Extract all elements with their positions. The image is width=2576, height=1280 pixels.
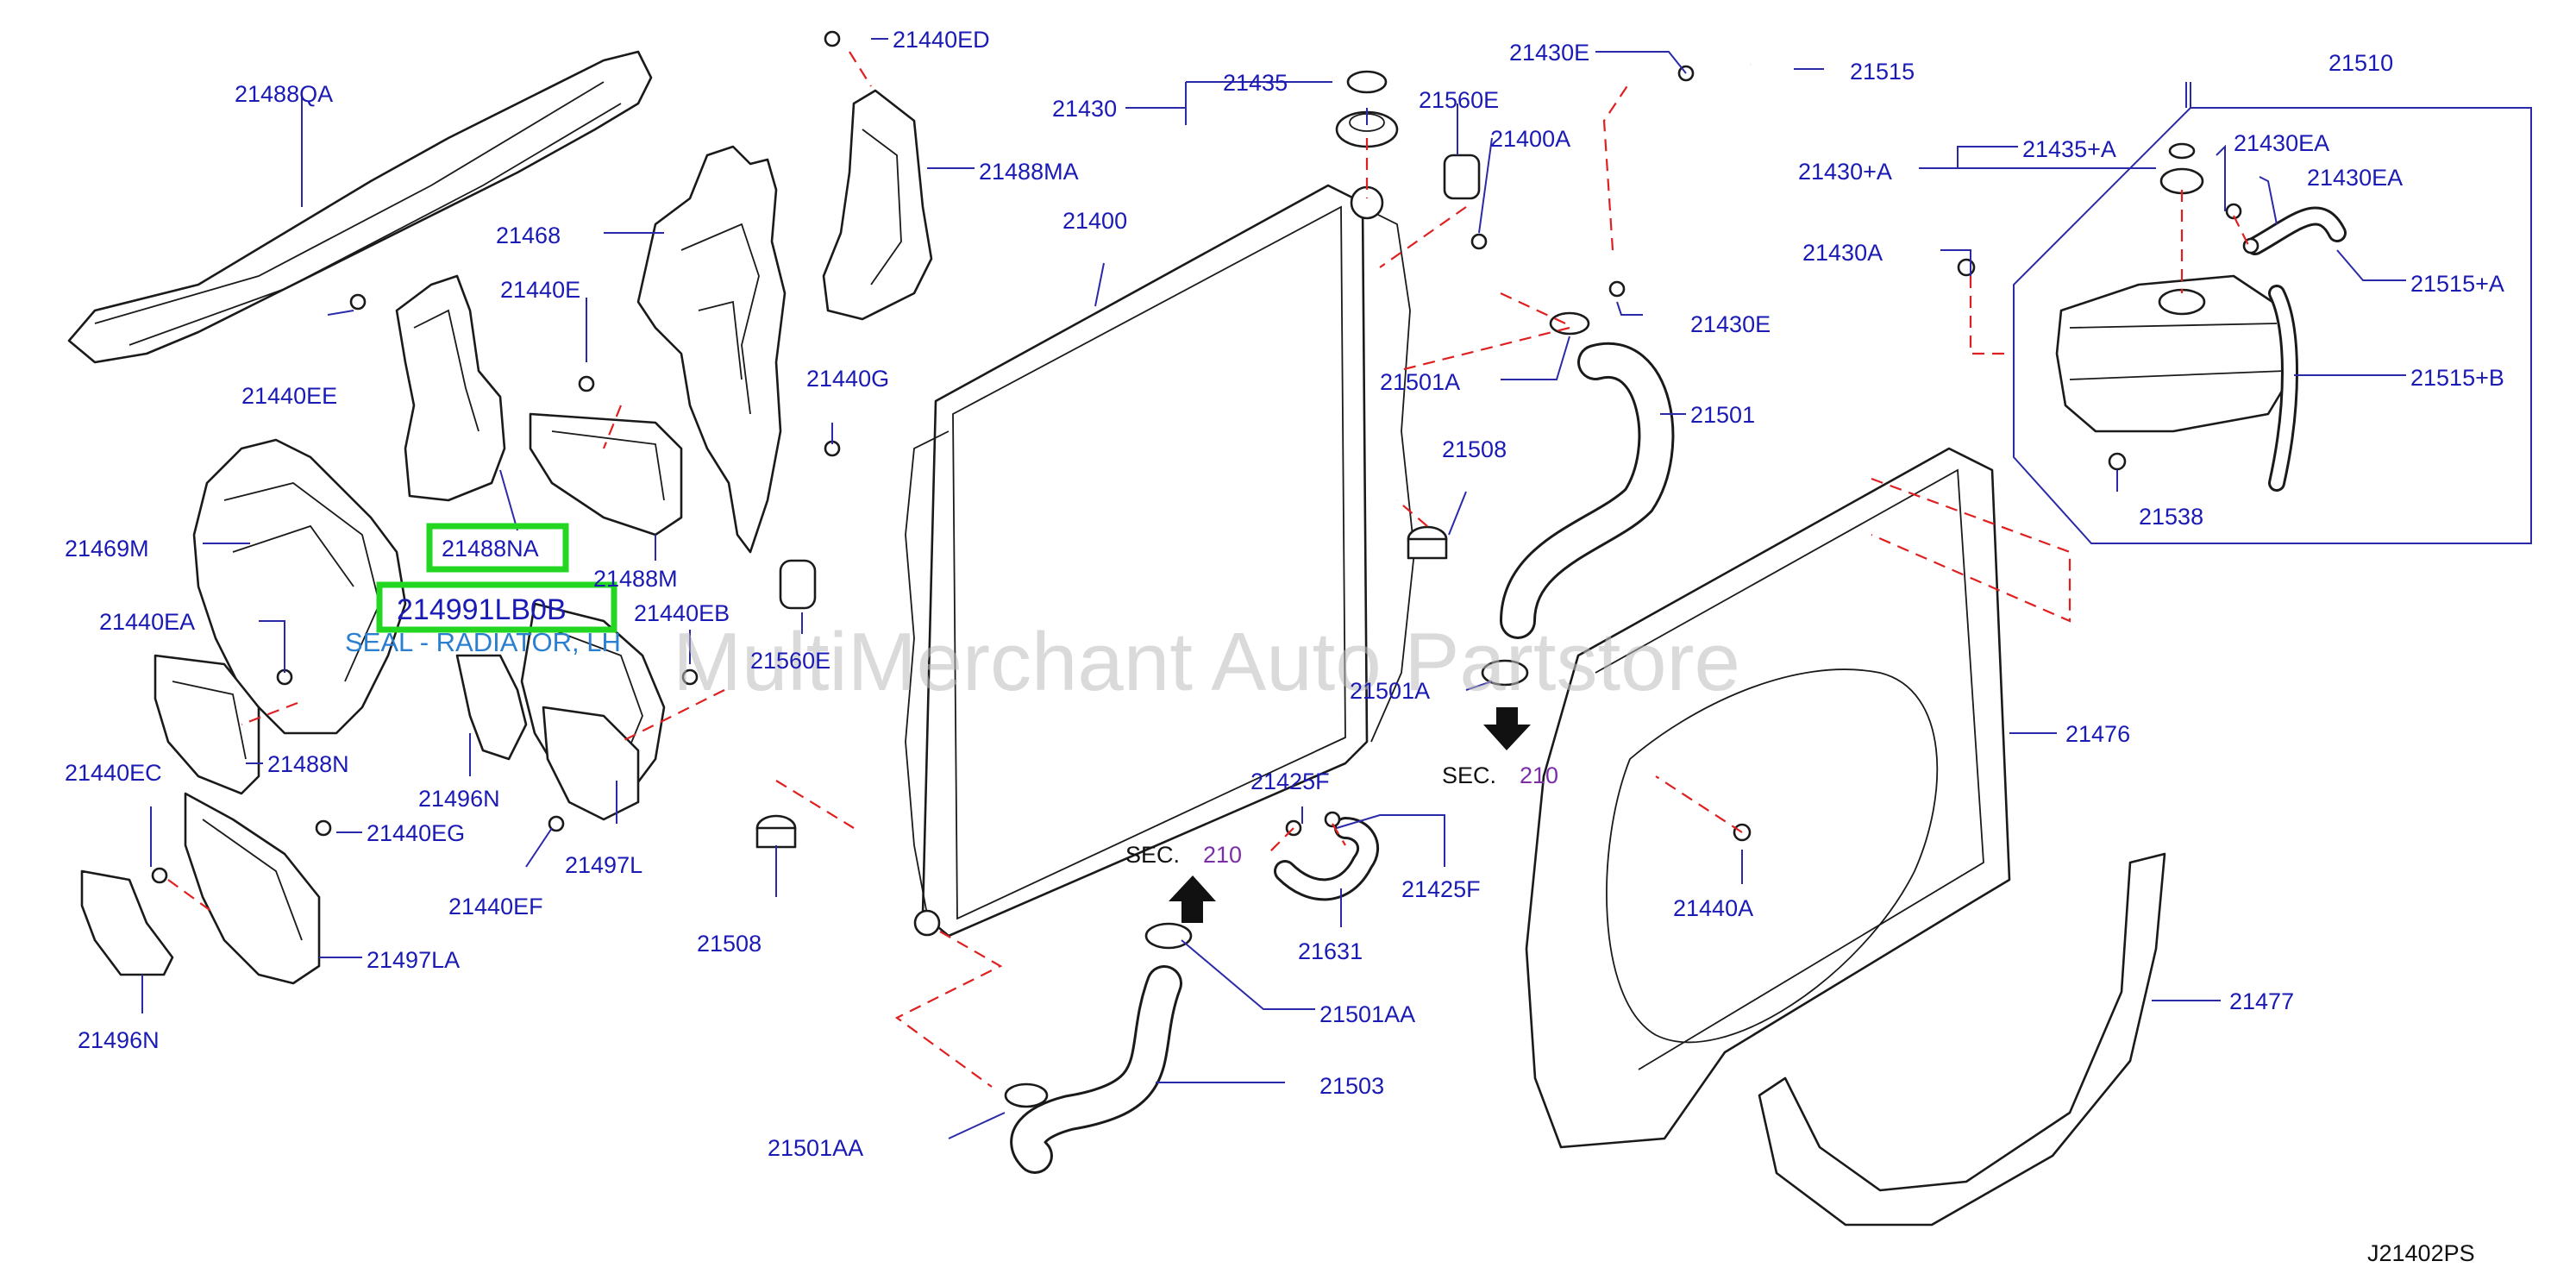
label-21440EF[interactable]: 21440EF — [448, 894, 543, 919]
label-21430EA-upper[interactable]: 21430EA — [2234, 130, 2329, 156]
part-21488QA-panel[interactable] — [67, 50, 653, 364]
label-21430A[interactable]: 21430A — [1802, 240, 1883, 266]
label-21477[interactable]: 21477 — [2229, 988, 2294, 1014]
label-21503[interactable]: 21503 — [1319, 1073, 1384, 1099]
part-21631-hose[interactable] — [1274, 817, 1379, 901]
label-21488NA[interactable]: 21488NA — [442, 536, 539, 562]
label-21488N[interactable]: 21488N — [267, 751, 349, 777]
label-21501A-lower[interactable]: 21501A — [1350, 678, 1430, 704]
label-21497LA[interactable]: 21497LA — [367, 947, 460, 973]
part-21476-fan-shroud[interactable] — [1525, 447, 2011, 1149]
dashed-guides — [167, 51, 2252, 1088]
label-21515A[interactable]: 21515+A — [2410, 271, 2504, 297]
label-21440E[interactable]: 21440E — [500, 277, 580, 303]
part-21560E-mount-lower[interactable] — [779, 559, 817, 610]
part-21400-radiator[interactable] — [905, 184, 1415, 938]
part-21508-bushing-lower[interactable] — [755, 814, 797, 849]
label-21501A-upper[interactable]: 21501A — [1380, 369, 1460, 395]
watermark: MultiMerchant Auto Partstore — [673, 616, 1740, 708]
label-21430[interactable]: 21430 — [1052, 96, 1117, 122]
label-seal-radiator-lh: SEAL - RADIATOR, LH — [345, 627, 621, 657]
part-21496N-pad-lower[interactable] — [80, 869, 174, 976]
label-21440A[interactable]: 21440A — [1673, 895, 1753, 921]
label-21440G[interactable]: 21440G — [806, 366, 889, 392]
part-21515B-hose[interactable] — [2268, 285, 2298, 492]
part-21510-reservoir[interactable] — [2055, 142, 2296, 433]
label-21430A-plus[interactable]: 21430+A — [1798, 159, 1892, 185]
label-21501AA-lower[interactable]: 21501AA — [768, 1135, 863, 1161]
label-21440EE[interactable]: 21440EE — [241, 383, 337, 409]
part-labels: 21488QA 21440ED 21488MA 21468 21440E 214… — [65, 27, 2504, 1266]
label-21440EG[interactable]: 21440EG — [367, 820, 465, 846]
part-21560E-mount-upper[interactable] — [1443, 154, 1481, 200]
label-21400[interactable]: 21400 — [1062, 208, 1127, 234]
label-21538[interactable]: 21538 — [2139, 504, 2203, 530]
label-21430EA-lower[interactable]: 21430EA — [2307, 165, 2403, 191]
leader-lines — [141, 38, 2532, 1139]
part-21508-bushing-upper[interactable] — [1407, 525, 1448, 560]
label-21400A[interactable]: 21400A — [1490, 126, 1570, 152]
part-21488N-bracket[interactable] — [154, 654, 260, 795]
label-21515[interactable]: 21515 — [1850, 59, 1915, 85]
part-21430-cap[interactable] — [1335, 70, 1399, 148]
part-21501AA-clamp-upper[interactable] — [1144, 922, 1193, 950]
label-21488QA[interactable]: 21488QA — [235, 81, 333, 107]
part-21488MA-bracket[interactable] — [822, 89, 933, 321]
label-21430E-upper[interactable]: 21430E — [1509, 40, 1589, 66]
part-21515-hose[interactable] — [1606, 55, 1802, 254]
label-21435A[interactable]: 21435+A — [2022, 136, 2116, 162]
label-21508-upper[interactable]: 21508 — [1442, 436, 1507, 462]
label-21440EA[interactable]: 21440EA — [99, 609, 195, 635]
label-sec-upper-number[interactable]: 210 — [1520, 762, 1558, 788]
label-21440EB[interactable]: 21440EB — [634, 600, 730, 626]
fasteners — [151, 30, 2259, 884]
part-21501A-clamp-lower[interactable] — [1481, 659, 1529, 687]
part-21488NA-duct[interactable] — [395, 274, 506, 502]
label-sec-upper[interactable]: SEC. — [1442, 762, 1496, 788]
highlight-box-21488NA — [426, 523, 569, 573]
label-21508-lower[interactable]: 21508 — [697, 931, 762, 957]
label-21425F-lower[interactable]: 21425F — [1401, 876, 1481, 902]
part-21477-shroud-lower[interactable] — [1758, 852, 2166, 1227]
label-21440ED[interactable]: 21440ED — [893, 27, 990, 53]
label-21435[interactable]: 21435 — [1223, 70, 1288, 96]
label-sec-lower-number[interactable]: 210 — [1203, 842, 1242, 868]
part-21469M-assembly[interactable] — [192, 438, 407, 735]
diagram-id: J21402PS — [2367, 1240, 2475, 1266]
label-21476[interactable]: 21476 — [2065, 721, 2130, 747]
part-21501A-clamp-upper[interactable] — [1549, 311, 1590, 336]
label-21510[interactable]: 21510 — [2328, 50, 2393, 76]
label-21496N-upper[interactable]: 21496N — [418, 786, 500, 812]
label-21501[interactable]: 21501 — [1690, 402, 1755, 428]
part-21497L-shield[interactable] — [542, 706, 640, 821]
label-21631[interactable]: 21631 — [1298, 938, 1363, 964]
label-sec-lower[interactable]: SEC. — [1125, 842, 1180, 868]
label-21430E-lower[interactable]: 21430E — [1690, 311, 1771, 337]
label-21425F-upper[interactable]: 21425F — [1250, 769, 1330, 794]
section-arrow-down-icon — [1483, 707, 1531, 750]
part-21501-hose[interactable] — [1500, 342, 1675, 639]
part-21497LA-duct[interactable] — [184, 792, 321, 985]
part-21515A-hose[interactable] — [2246, 206, 2347, 255]
part-21488M-bracket[interactable] — [529, 412, 683, 536]
label-21515B[interactable]: 21515+B — [2410, 365, 2504, 391]
label-21440EC[interactable]: 21440EC — [65, 760, 162, 786]
label-21488MA[interactable]: 21488MA — [979, 159, 1079, 185]
highlight-box-214991LB0B — [376, 581, 617, 633]
label-214991LB0B[interactable]: 214991LB0B — [397, 593, 567, 626]
label-21501AA-upper[interactable]: 21501AA — [1319, 1001, 1415, 1027]
part-21496N-pad-upper[interactable] — [455, 654, 528, 761]
part-21468-shroud[interactable] — [636, 145, 787, 554]
label-21560E-lower[interactable]: 21560E — [750, 648, 830, 674]
part-21503-hose[interactable] — [1010, 965, 1182, 1174]
section-arrow-up-icon — [1169, 875, 1216, 923]
part-21501AA-clamp-lower[interactable] — [1004, 1082, 1049, 1108]
label-21497L[interactable]: 21497L — [565, 852, 642, 878]
label-21469M[interactable]: 21469M — [65, 536, 149, 562]
label-21560E-upper[interactable]: 21560E — [1419, 87, 1499, 113]
label-21468[interactable]: 21468 — [496, 223, 561, 248]
label-21488M[interactable]: 21488M — [593, 566, 678, 592]
label-21496N-lower[interactable]: 21496N — [78, 1027, 160, 1053]
